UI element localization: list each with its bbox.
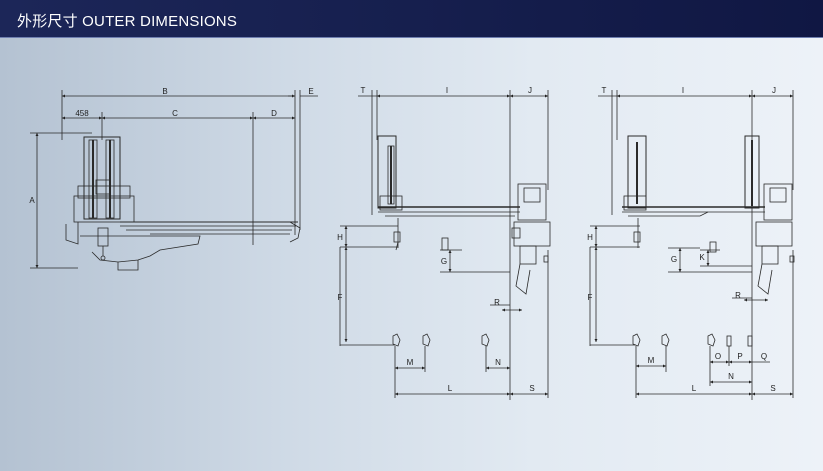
dim-label-r: R (735, 291, 741, 300)
dim-label-h: H (337, 233, 343, 242)
dim-label-h: H (587, 233, 593, 242)
dim-label-g: G (441, 257, 447, 266)
dim-label-s: S (529, 384, 534, 393)
dim-label-k: K (699, 253, 705, 262)
dim-label-n: N (495, 358, 501, 367)
dim-label-t: T (602, 86, 607, 95)
dim-label-g: G (671, 255, 677, 264)
dim-label-458: 458 (75, 109, 89, 118)
dim-label-d: D (271, 109, 277, 118)
dim-label-i: I (446, 86, 448, 95)
front-view-double-labels: T I J H G K F R M O P Q N L S (587, 86, 776, 393)
outer-dimensions-drawing: B E 458 C D A (29, 86, 795, 400)
dim-label-c: C (172, 109, 178, 118)
side-view-labels: B E 458 C D A (29, 87, 313, 205)
dim-label-n: N (728, 372, 734, 381)
page-title: 外形尺寸 OUTER DIMENSIONS (17, 13, 238, 30)
dim-label-e: E (308, 87, 313, 96)
dim-label-r: R (494, 298, 500, 307)
front-view-double (589, 90, 795, 400)
side-view (30, 90, 318, 271)
dim-label-f: F (338, 293, 343, 302)
front-view (339, 90, 551, 400)
dim-label-q: Q (761, 352, 767, 361)
dim-label-l: L (692, 384, 697, 393)
dim-label-s: S (770, 384, 775, 393)
dim-label-b: B (162, 87, 167, 96)
dim-label-m: M (648, 356, 655, 365)
title-bar: 外形尺寸 OUTER DIMENSIONS (0, 0, 823, 38)
dim-label-j: J (772, 86, 776, 95)
dim-label-p: P (737, 352, 742, 361)
dim-label-l: L (448, 384, 453, 393)
dim-label-f: F (588, 293, 593, 302)
dim-label-a: A (29, 196, 35, 205)
front-view-labels: T I J H G F R M N L S (337, 86, 535, 393)
dim-label-t: T (361, 86, 366, 95)
dim-label-m: M (407, 358, 414, 367)
dim-label-o: O (715, 352, 721, 361)
dim-label-i: I (682, 86, 684, 95)
dim-label-j: J (528, 86, 532, 95)
